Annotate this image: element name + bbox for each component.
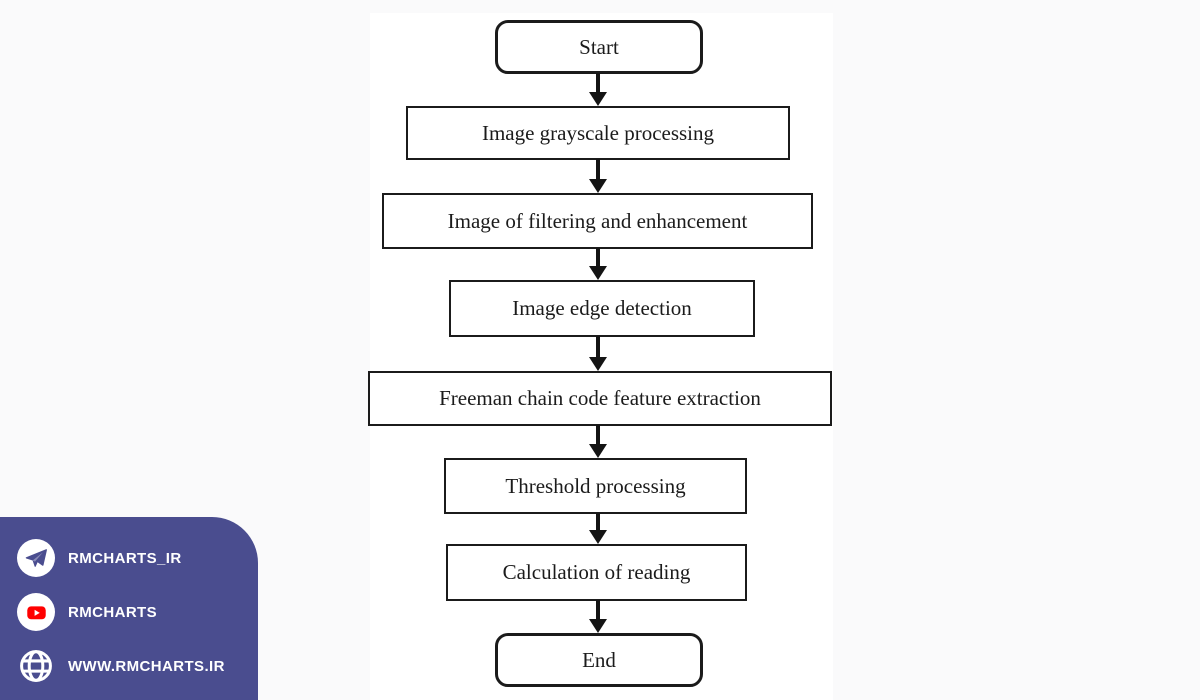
flow-node-start: Start [495,20,703,74]
flow-node-filtering: Image of filtering and enhancement [382,193,813,249]
watermark-item-telegram: RMCHARTS_IR [17,539,258,577]
down-arrow-icon [589,73,607,106]
flow-node-calculation: Calculation of reading [446,544,747,601]
youtube-icon [17,593,55,631]
down-arrow-icon [589,600,607,633]
watermark-label: WWW.RMCHARTS.IR [68,657,225,675]
watermark-item-youtube: RMCHARTS [17,593,258,631]
watermark-badge: RMCHARTS_IR RMCHARTS WWW.RMCHARTS.IR [0,517,258,700]
down-arrow-icon [589,248,607,280]
watermark-label: RMCHARTS [68,603,158,621]
watermark-item-website: WWW.RMCHARTS.IR [17,647,258,685]
telegram-icon [17,539,55,577]
watermark-label: RMCHARTS_IR [68,549,182,567]
down-arrow-icon [589,159,607,193]
flow-node-threshold: Threshold processing [444,458,747,514]
down-arrow-icon [589,513,607,544]
flow-node-grayscale: Image grayscale processing [406,106,790,160]
flow-node-end: End [495,633,703,687]
globe-icon [17,647,55,685]
flow-node-edge-detection: Image edge detection [449,280,755,337]
down-arrow-icon [589,336,607,371]
down-arrow-icon [589,425,607,458]
flow-node-freeman: Freeman chain code feature extraction [368,371,832,426]
